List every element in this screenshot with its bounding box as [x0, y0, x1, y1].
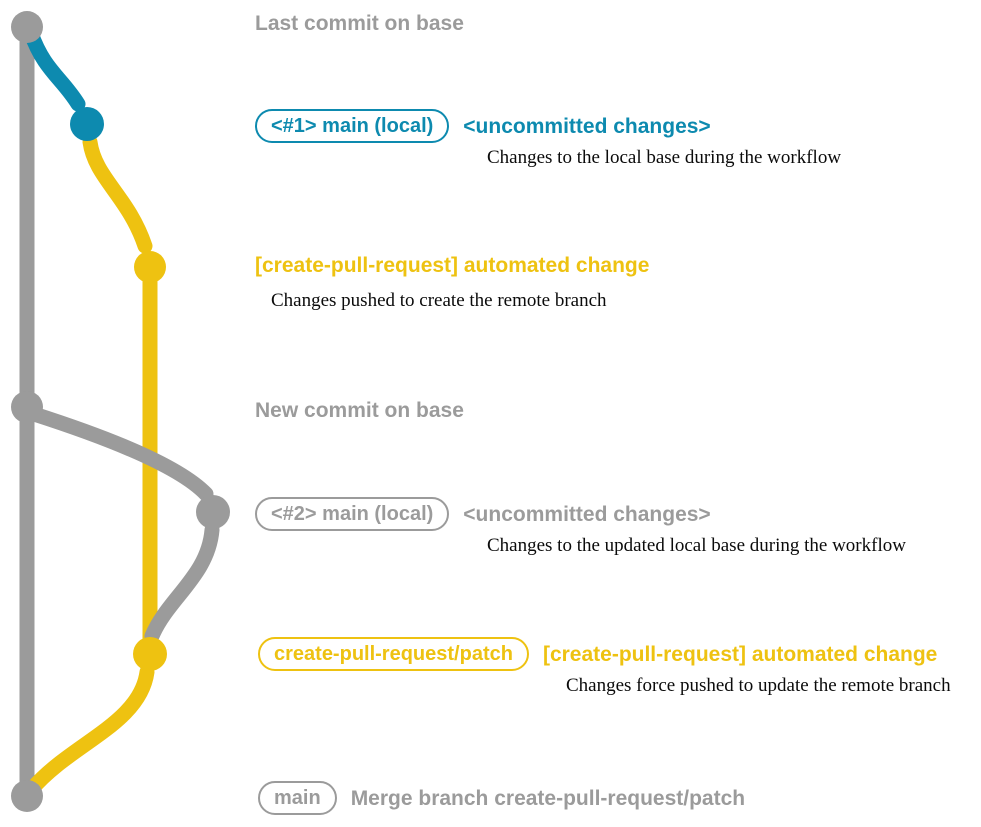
branch-pill-create-pull-request-patch[interactable]: create-pull-request/patch — [258, 637, 529, 671]
edge-base-to-local1 — [23, 25, 86, 112]
row-headline: [create-pull-request] automated change — [255, 254, 650, 277]
row-last-commit-on-base: Last commit on base — [255, 13, 464, 34]
edge-local1-to-patch1 — [82, 134, 153, 254]
row-headline: New commit on base — [255, 399, 464, 422]
branch-pill-main-local-1[interactable]: <#1> main (local) — [255, 109, 450, 143]
row-headline: Last commit on base — [255, 12, 464, 35]
edge-base-to-local2 — [26, 406, 214, 502]
row-automated-change-2: create-pull-request/patch [create-pull-r… — [258, 637, 937, 671]
node-merge-commit[interactable] — [11, 780, 43, 812]
row-headline: Merge branch create-pull-request/patch — [350, 786, 746, 810]
row-subtitle: Changes to the local base during the wor… — [487, 147, 842, 168]
node-last-commit-on-base[interactable] — [11, 11, 43, 43]
row-headline: <uncommitted changes> — [463, 114, 711, 138]
row-subtitle: Changes pushed to create the remote bran… — [271, 290, 607, 311]
node-local-1[interactable] — [70, 107, 104, 141]
row-local-1: <#1> main (local) <uncommitted changes> — [255, 109, 711, 143]
node-automated-change-1[interactable] — [134, 251, 166, 283]
edge-patch2-to-merge — [24, 664, 155, 797]
row-merge-commit: main Merge branch create-pull-request/pa… — [258, 781, 745, 815]
edge-local2-to-patch2 — [144, 522, 220, 644]
row-automated-change-1: [create-pull-request] automated change — [255, 255, 649, 276]
row-local-2: <#2> main (local) <uncommitted changes> — [255, 497, 711, 531]
row-new-commit-on-base: New commit on base — [255, 400, 464, 421]
row-headline: <uncommitted changes> — [463, 502, 711, 526]
row-subtitle: Changes to the updated local base during… — [487, 535, 906, 556]
row-subtitle: Changes force pushed to update the remot… — [566, 675, 951, 696]
branch-pill-main[interactable]: main — [258, 781, 337, 815]
git-graph — [11, 11, 230, 812]
node-new-commit-on-base[interactable] — [11, 391, 43, 423]
row-headline: [create-pull-request] automated change — [542, 642, 938, 666]
branch-pill-main-local-2[interactable]: <#2> main (local) — [255, 497, 450, 531]
node-local-2[interactable] — [196, 495, 230, 529]
node-automated-change-2[interactable] — [133, 637, 167, 671]
